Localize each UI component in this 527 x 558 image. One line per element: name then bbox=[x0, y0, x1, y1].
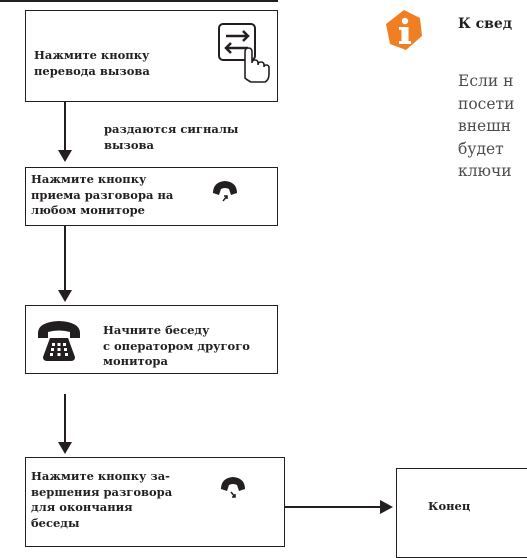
note-line: ключи bbox=[458, 162, 512, 180]
step-end-call-text: Нажмите кнопку за- вершения разговора дл… bbox=[31, 469, 173, 530]
handset-answer-icon bbox=[213, 181, 237, 202]
step-answer-call-box bbox=[25, 167, 278, 226]
note-line: внешн bbox=[458, 117, 511, 135]
flow-arrow-4 bbox=[380, 500, 393, 514]
flow-arrow-3 bbox=[58, 442, 72, 454]
flow-arrow-1 bbox=[58, 150, 72, 162]
transfer-button-icon bbox=[218, 23, 270, 83]
end-text: Конец bbox=[428, 499, 471, 513]
top-rule bbox=[0, 0, 278, 2]
flow-line-2 bbox=[64, 226, 66, 292]
handset-hangup-icon bbox=[221, 477, 245, 498]
note-title: К свед bbox=[458, 16, 513, 32]
flow-line-3 bbox=[64, 394, 66, 444]
flow-arrow-2 bbox=[58, 290, 72, 302]
step-end-call-box bbox=[25, 457, 285, 547]
flow-line-1 bbox=[64, 102, 66, 154]
note-line: Если н bbox=[458, 72, 514, 90]
note-line: будет bbox=[458, 139, 504, 158]
note-body: Если н посети внешн будет ключи bbox=[458, 70, 514, 183]
step-answer-call-text: Нажмите кнопку приема разговора на любом… bbox=[31, 172, 174, 217]
step-transfer-call-box bbox=[25, 10, 278, 102]
flow-line-4 bbox=[285, 506, 383, 508]
step-transfer-call-text: Нажмите кнопку перевода вызова bbox=[34, 48, 150, 78]
ringing-signal-text: раздаются сигналы вызова bbox=[104, 122, 239, 152]
note-line: посети bbox=[458, 94, 515, 113]
step-start-conversation-text: Начните беседу с оператором другого мони… bbox=[103, 323, 250, 368]
telephone-icon bbox=[38, 321, 80, 361]
info-icon bbox=[386, 10, 422, 50]
